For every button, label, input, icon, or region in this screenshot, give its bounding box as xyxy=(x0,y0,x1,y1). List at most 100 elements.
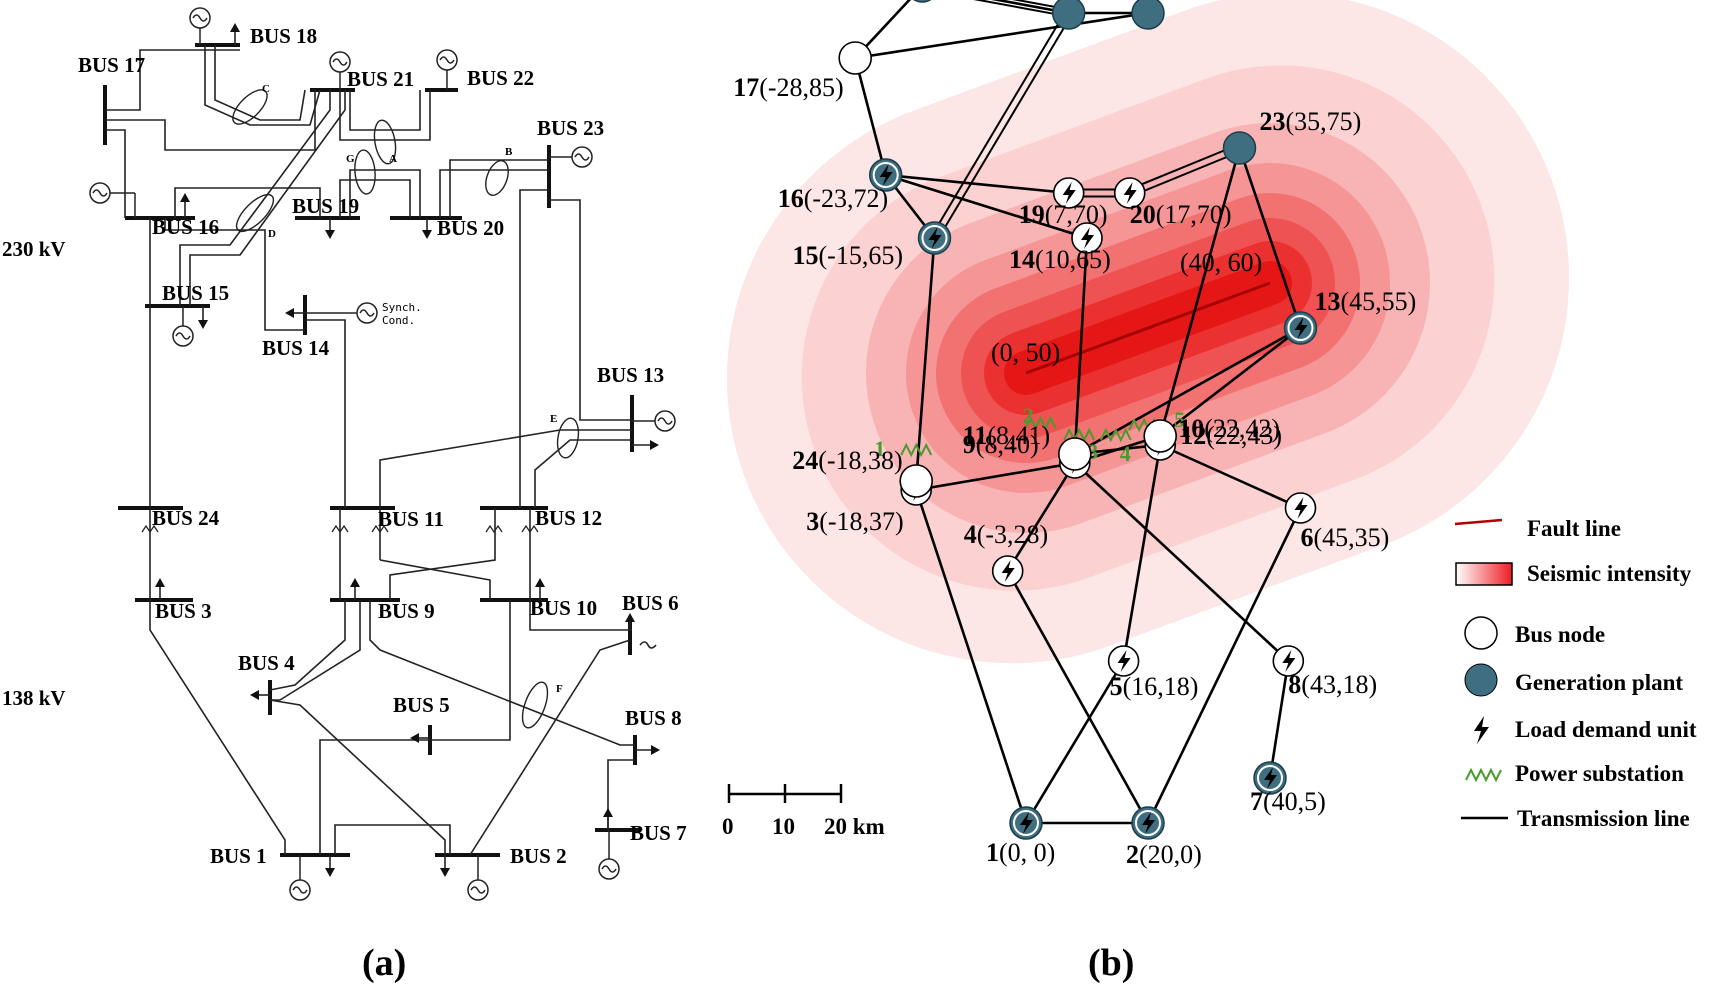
node-12-label: 12(22,43) xyxy=(1180,421,1282,450)
legend-fault-line: Fault line xyxy=(1527,516,1621,541)
lightning-icon xyxy=(1117,650,1131,672)
node-24 xyxy=(899,464,934,498)
bus-3-label: BUS 3 xyxy=(155,599,212,623)
scale-tick-20km: 20 km xyxy=(824,814,885,839)
lightning-icon xyxy=(1282,650,1296,672)
bus6-reactor-symbol xyxy=(639,641,657,649)
bus-14-label: BUS 14 xyxy=(262,336,330,360)
legend-load-demand: Load demand unit xyxy=(1515,717,1697,742)
bus-9-label: BUS 9 xyxy=(378,599,435,623)
corridor-f-label: F xyxy=(556,683,563,695)
corridor-g-label: G xyxy=(346,153,355,165)
node-18 xyxy=(913,0,932,3)
corridor-c-label: C xyxy=(262,83,270,95)
substation-3-label: 3 xyxy=(1087,439,1098,464)
bus-15-label: BUS 15 xyxy=(162,281,229,305)
substation-2-label: 2 xyxy=(1023,403,1034,428)
transmission-lines xyxy=(853,0,1302,825)
corridor-b-label: B xyxy=(505,146,513,158)
caption-b: (b) xyxy=(1088,942,1134,984)
bus-11-label: BUS 11 xyxy=(378,507,444,531)
lightning-icon xyxy=(1294,317,1308,339)
bus-4-label: BUS 4 xyxy=(238,651,295,675)
node-6-label: 6(45,35) xyxy=(1301,523,1390,552)
substation-2-zigzag xyxy=(1024,415,1057,431)
node-20 xyxy=(1113,177,1146,209)
substation-zigzag-icon xyxy=(1465,767,1502,783)
bus-13-label: BUS 13 xyxy=(597,363,664,387)
line-17-22 xyxy=(855,11,1149,60)
node-19 xyxy=(1052,177,1085,209)
bus-22-label: BUS 22 xyxy=(467,66,534,90)
line-3-9 xyxy=(915,461,1076,492)
corridor-a-label: A xyxy=(389,153,397,165)
line-16-19 xyxy=(885,173,1069,195)
node-16 xyxy=(868,158,903,192)
bus-10-label: BUS 10 xyxy=(530,596,597,620)
bus-12-label: BUS 12 xyxy=(535,506,602,530)
line-8-9 xyxy=(1073,462,1290,662)
node-1 xyxy=(1009,806,1043,840)
node-11 xyxy=(1058,437,1092,471)
line-18-21 xyxy=(991,0,1069,15)
node-22-generation-marker xyxy=(1131,0,1165,30)
double-line-20-23 xyxy=(1127,143,1242,198)
scale-bar xyxy=(727,784,843,803)
voltage-230kv-label: 230 kV xyxy=(2,237,66,261)
line-14-16 xyxy=(885,173,1088,240)
node-15-label: 15(-15,65) xyxy=(793,241,903,270)
node-12 xyxy=(1143,419,1177,453)
node-23-label: 23(35,75) xyxy=(1260,107,1362,136)
node-9-label: 9(8,40) xyxy=(963,430,1039,459)
node-21-generation-marker xyxy=(1051,0,1086,30)
scale-tick-0: 0 xyxy=(722,814,734,839)
substation-5-zigzag xyxy=(1128,417,1160,433)
seismic-intensity-field xyxy=(726,0,1570,664)
voltage-138kv-label: 138 kV xyxy=(2,686,66,710)
legend-generation-plant: Generation plant xyxy=(1515,670,1683,695)
substation-3-zigzag xyxy=(1063,427,1096,443)
line-6-10 xyxy=(1159,443,1302,510)
node-15 xyxy=(917,221,952,255)
node-22 xyxy=(1131,0,1165,30)
node-11-label: 11(8,41) xyxy=(963,421,1050,450)
corridor-d-label: D xyxy=(268,228,276,240)
legend-power-substation: Power substation xyxy=(1515,761,1684,786)
bus-18-label: BUS 18 xyxy=(250,24,317,48)
line-15-24 xyxy=(914,237,936,482)
corridor-e-label: E xyxy=(550,413,557,425)
lightning-icon xyxy=(1081,227,1094,249)
node-4 xyxy=(991,555,1024,587)
substation-1-zigzag xyxy=(900,442,933,458)
node-20-label: 20(17,70) xyxy=(1130,200,1232,229)
line-4-9 xyxy=(1006,462,1076,572)
node-17 xyxy=(838,41,873,75)
line-1-3 xyxy=(914,489,1028,824)
network-nodes xyxy=(838,0,1318,840)
node-14-label: 14(10,65) xyxy=(1009,245,1111,274)
node-14 xyxy=(1071,222,1103,254)
node-13-label: 13(45,55) xyxy=(1315,287,1417,316)
line-5-10 xyxy=(1122,444,1162,662)
lightning-icon xyxy=(928,227,942,249)
substation-1-label: 1 xyxy=(874,436,885,461)
node-23 xyxy=(1222,131,1257,165)
node-11-bus-marker xyxy=(1058,437,1092,471)
generator-symbols xyxy=(89,7,676,901)
panel-a-single-line-diagram xyxy=(89,7,676,901)
node-2-label: 2(20,0) xyxy=(1126,840,1202,869)
bus-5-label: BUS 5 xyxy=(393,693,450,717)
lightning-icon xyxy=(1020,812,1033,834)
lightning-icon xyxy=(1264,767,1277,789)
line-7-8 xyxy=(1268,660,1290,779)
node-5 xyxy=(1107,645,1140,677)
bus-2-label: BUS 2 xyxy=(510,844,567,868)
bus-20-label: BUS 20 xyxy=(437,216,504,240)
node-17-label: 17(-28,85) xyxy=(733,73,843,102)
line-1-5 xyxy=(1024,660,1125,824)
bus-16-label: BUS 16 xyxy=(152,215,219,239)
lightning-icon xyxy=(1123,182,1137,204)
node-8 xyxy=(1272,645,1305,677)
